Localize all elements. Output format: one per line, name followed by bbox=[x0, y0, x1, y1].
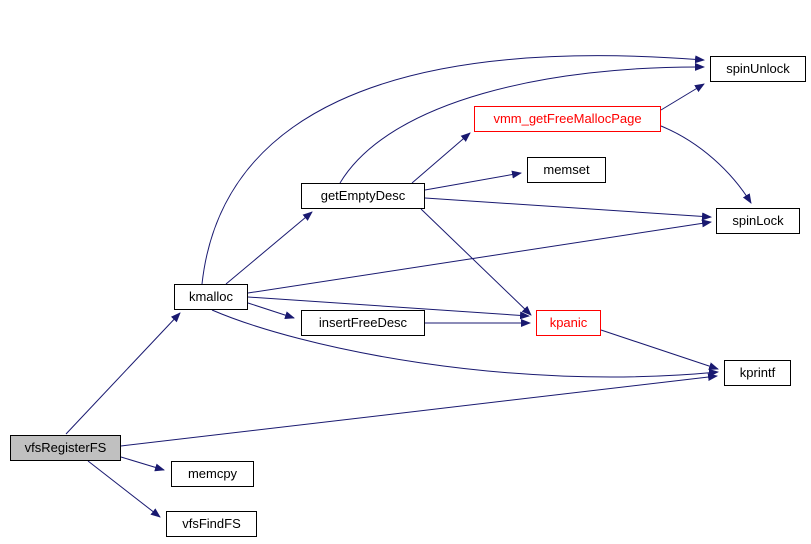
edge-vfsRegisterFS-vfsFindFS bbox=[87, 460, 161, 518]
edge-kmalloc-spinUnlock bbox=[201, 55, 705, 285]
edge-kmalloc-kprintf bbox=[211, 309, 719, 378]
edge-getEmptyDesc-kpanic bbox=[420, 208, 532, 316]
edge-vmm_getFreeMallocPage-spinUnlock bbox=[660, 83, 705, 111]
node-insertFreeDesc[interactable]: insertFreeDesc bbox=[301, 310, 425, 336]
node-vmm_getFreeMallocPage[interactable]: vmm_getFreeMallocPage bbox=[474, 106, 661, 132]
node-getEmptyDesc[interactable]: getEmptyDesc bbox=[301, 183, 425, 209]
node-spinLock[interactable]: spinLock bbox=[716, 208, 800, 234]
node-spinUnlock[interactable]: spinUnlock bbox=[710, 56, 806, 82]
edge-getEmptyDesc-vmm_getFreeMallocPage bbox=[411, 132, 471, 184]
edge-kmalloc-getEmptyDesc bbox=[225, 211, 313, 285]
edge-vfsRegisterFS-kmalloc bbox=[65, 312, 181, 435]
edge-kmalloc-insertFreeDesc bbox=[247, 302, 295, 320]
node-vfsRegisterFS: vfsRegisterFS bbox=[10, 435, 121, 461]
node-kmalloc[interactable]: kmalloc bbox=[174, 284, 248, 310]
node-kpanic[interactable]: kpanic bbox=[536, 310, 601, 336]
node-vfsFindFS[interactable]: vfsFindFS bbox=[166, 511, 257, 537]
node-memcpy[interactable]: memcpy bbox=[171, 461, 254, 487]
edge-getEmptyDesc-spinUnlock bbox=[339, 62, 705, 184]
edge-getEmptyDesc-memset bbox=[424, 170, 522, 191]
edge-getEmptyDesc-spinLock bbox=[424, 197, 712, 221]
edge-vmm_getFreeMallocPage-spinLock bbox=[660, 125, 752, 204]
edge-kpanic-kprintf bbox=[600, 329, 719, 370]
edge-vfsRegisterFS-kprintf bbox=[120, 373, 718, 447]
edge-kmalloc-kpanic bbox=[247, 296, 530, 320]
node-memset[interactable]: memset bbox=[527, 157, 606, 183]
node-kprintf[interactable]: kprintf bbox=[724, 360, 791, 386]
edge-kmalloc-spinLock bbox=[247, 219, 712, 294]
edge-vfsRegisterFS-memcpy bbox=[120, 456, 165, 472]
